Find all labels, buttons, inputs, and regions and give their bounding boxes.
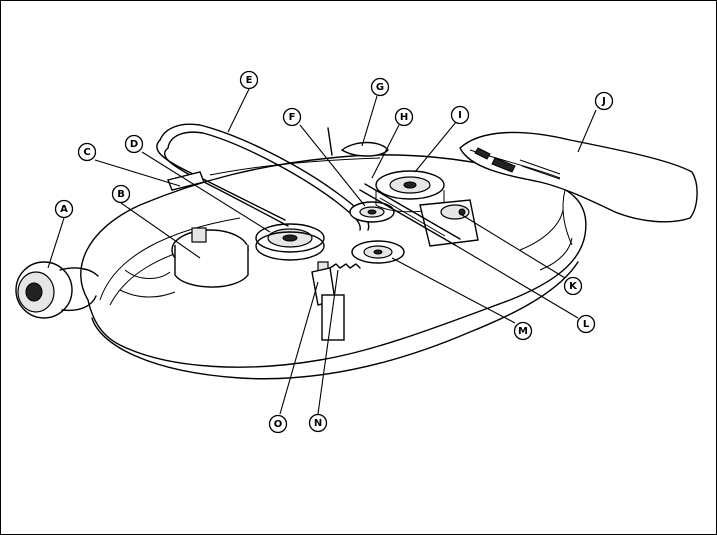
belt-guide-arm — [359, 183, 461, 246]
left-spindle-housing — [171, 227, 249, 288]
gauge-wheel — [15, 261, 99, 319]
callout-label-J: J — [601, 96, 606, 107]
callout-label-H: H — [400, 112, 408, 123]
callout-K: K — [563, 276, 583, 296]
callout-H: H — [394, 107, 414, 127]
callout-D: D — [124, 134, 144, 154]
callout-label-F: F — [289, 112, 296, 123]
callout-label-L: L — [583, 319, 590, 330]
callout-I: I — [450, 105, 470, 125]
callout-label-O: O — [274, 419, 283, 430]
left-spindle-pulley — [255, 223, 325, 261]
discharge-chute — [459, 131, 698, 246]
belt-cover-mount — [327, 127, 389, 157]
callout-label-N: N — [314, 418, 322, 429]
callout-F: F — [282, 107, 302, 127]
right-spindle-pulley — [375, 170, 445, 213]
callout-label-K: K — [569, 281, 578, 292]
callout-B: B — [111, 184, 131, 204]
callout-label-B: B — [117, 189, 125, 200]
callout-L: L — [576, 314, 596, 334]
spring-bracket — [311, 267, 345, 341]
deck-shell — [80, 154, 587, 380]
callout-label-I: I — [458, 110, 462, 121]
idler-pulley — [351, 240, 405, 264]
callout-J: J — [594, 91, 614, 111]
callout-label-A: A — [60, 204, 68, 215]
callout-label-D: D — [130, 139, 138, 150]
callout-label-M: M — [518, 326, 528, 337]
callout-A: A — [54, 199, 74, 219]
callout-N: N — [308, 413, 328, 433]
callout-label-G: G — [376, 82, 384, 93]
callout-O: O — [268, 414, 288, 434]
callout-label-E: E — [246, 75, 253, 86]
leader-lines — [47, 88, 597, 415]
callout-M: M — [513, 321, 533, 341]
callout-label-C: C — [83, 147, 90, 158]
callout-E: E — [239, 70, 259, 90]
right-housing — [419, 199, 479, 247]
callout-C: C — [77, 142, 97, 162]
callout-G: G — [370, 77, 390, 97]
center-idler-pulley — [349, 201, 395, 223]
